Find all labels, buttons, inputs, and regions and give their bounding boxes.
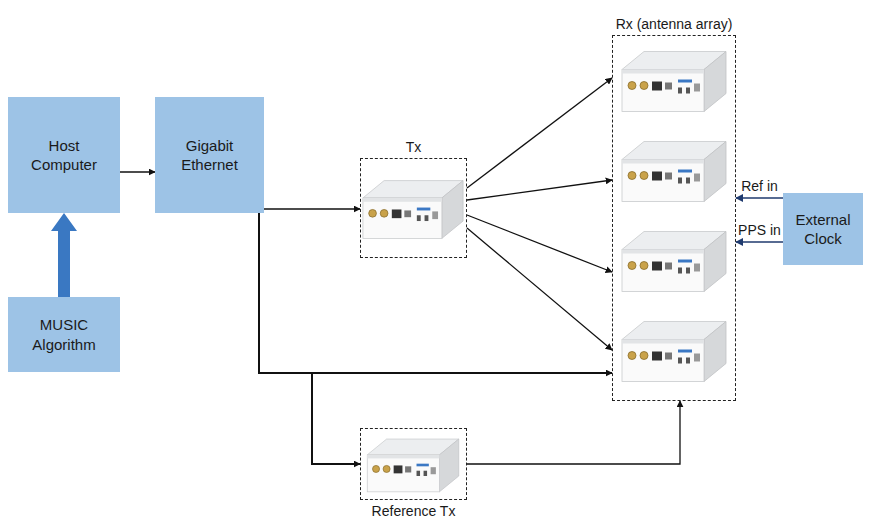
box-label: MUSIC Algorithm (14, 315, 114, 354)
box-label: External Clock (789, 210, 857, 249)
device-group: Tx (360, 158, 467, 258)
connector-arrow (467, 215, 612, 272)
connector-arrow (736, 197, 783, 199)
box-label: Host Computer (14, 136, 114, 175)
connector-arrow (467, 180, 612, 200)
box-label: Gigabit Ethernet (161, 136, 258, 175)
connector-arrow (120, 171, 155, 172)
block-arrow (51, 213, 77, 297)
usrp-device (622, 322, 726, 382)
device-group: Rx (antenna array) (612, 35, 736, 401)
connector-arrow (467, 78, 612, 188)
connector-arrow (467, 401, 680, 464)
connector-arrow (264, 208, 360, 209)
signal-label: Ref in (739, 178, 780, 194)
usrp-device (363, 181, 463, 239)
process-box: Gigabit Ethernet (155, 97, 264, 213)
connector-arrow (259, 213, 612, 373)
group-label: Rx (antenna array) (616, 16, 733, 32)
group-label: Reference Tx (372, 503, 456, 519)
device-group: Reference Tx (360, 428, 467, 500)
group-label: Tx (406, 139, 422, 155)
usrp-device (622, 232, 726, 292)
usrp-device (622, 142, 726, 202)
process-box: Host Computer (8, 97, 120, 213)
connector-arrow (259, 213, 360, 464)
usrp-device (622, 52, 726, 112)
process-box: External Clock (783, 193, 863, 265)
usrp-device (367, 439, 459, 492)
signal-label: PPS in (736, 222, 783, 238)
connector-arrow (736, 241, 783, 243)
connector-arrow (467, 228, 612, 350)
process-box: MUSIC Algorithm (8, 297, 120, 372)
